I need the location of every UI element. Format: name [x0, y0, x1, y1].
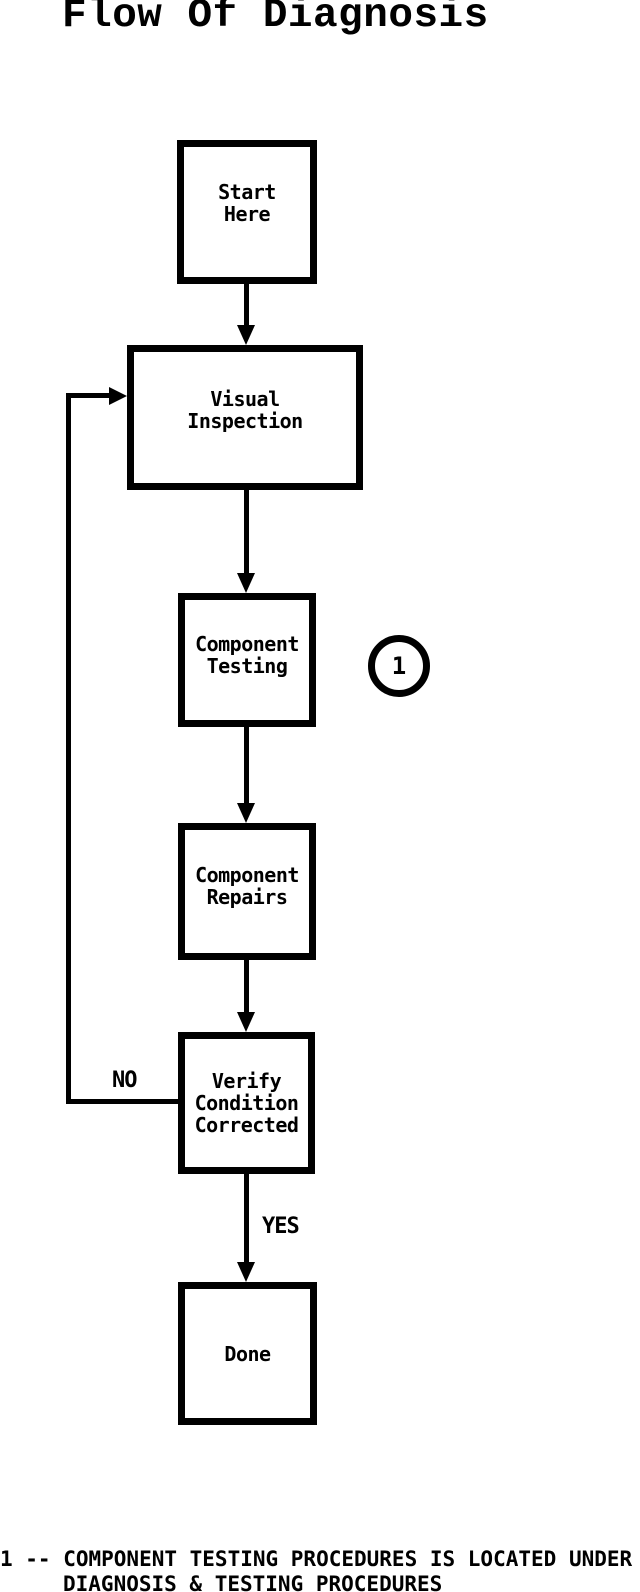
node-start-here: Start Here [177, 140, 317, 284]
arrowhead-down-icon [237, 325, 255, 345]
footnote-line-1: 1 -- COMPONENT TESTING PROCEDURES IS LOC… [0, 1547, 633, 1571]
connector-testing-to-repairs [244, 727, 249, 803]
node-verify-condition-corrected-label: Verify Condition Corrected [194, 1069, 299, 1137]
node-visual-inspection-label: Visual Inspection [187, 386, 303, 433]
connector-no-loop-vertical [66, 393, 71, 1103]
arrowhead-right-icon [109, 387, 127, 405]
page-title: Flow Of Diagnosis [62, 0, 489, 39]
node-component-repairs-label: Component Repairs [195, 862, 299, 909]
node-done: Done [178, 1282, 317, 1425]
arrowhead-down-icon [237, 803, 255, 823]
callout-circle-1: 1 [368, 635, 430, 697]
connector-verify-to-done [244, 1174, 249, 1262]
node-done-label: Done [224, 1341, 271, 1366]
connector-visual-to-testing [244, 488, 249, 573]
arrowhead-down-icon [237, 573, 255, 593]
node-component-testing-label: Component Testing [195, 632, 299, 678]
arrowhead-down-icon [237, 1012, 255, 1032]
node-component-testing: Component Testing [178, 593, 316, 727]
footnote-line-2: DIAGNOSIS & TESTING PROCEDURES [63, 1572, 443, 1592]
node-visual-inspection: Visual Inspection [127, 345, 363, 490]
footnote: 1 -- COMPONENT TESTING PROCEDURES IS LOC… [0, 1547, 640, 1592]
node-component-repairs: Component Repairs [178, 823, 316, 960]
node-verify-condition-corrected: Verify Condition Corrected [178, 1032, 315, 1174]
edge-label-no: NO [112, 1068, 137, 1093]
connector-repairs-to-verify [244, 960, 249, 1012]
node-start-here-label: Start Here [218, 180, 276, 226]
connector-start-to-visual [244, 284, 249, 325]
edge-label-yes: YES [262, 1214, 300, 1239]
connector-no-loop-top [66, 393, 109, 398]
callout-circle-1-number: 1 [391, 652, 407, 680]
connector-no-loop-bottom [66, 1099, 178, 1104]
arrowhead-down-icon [237, 1262, 255, 1282]
